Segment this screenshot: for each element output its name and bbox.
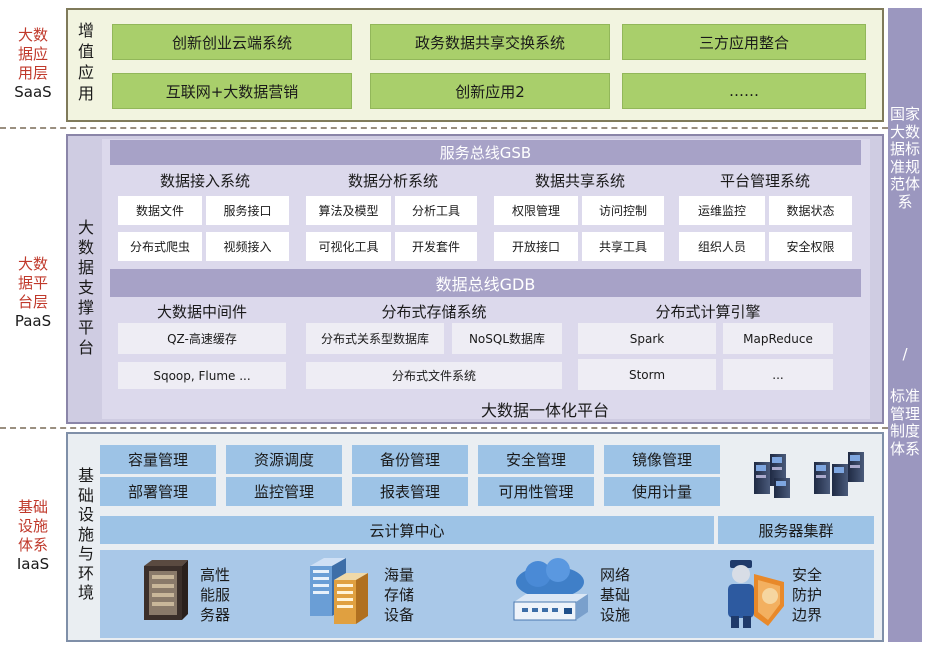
compute-box: Storm [578,359,716,390]
module-box: 权限管理 [494,196,578,225]
module-box: 共享工具 [582,232,664,261]
module-box: 开放接口 [494,232,578,261]
module-box: 可视化工具 [306,232,391,261]
module-box: 运维监控 [679,196,765,225]
module-box: 算法及模型 [306,196,391,225]
module-box: 服务接口 [206,196,289,225]
group-title: 数据接入系统 [159,172,250,190]
infra-label: 安全防护边界 [792,566,823,624]
module-box: 数据文件 [118,196,202,225]
mgmt-box: 使用计量 [604,477,720,506]
module-box: 分布式爬虫 [118,232,202,261]
storage-box: 分布式关系型数据库 [306,323,444,354]
storage-box: 分布式文件系统 [306,362,562,389]
paas-layer-label: 大数据平台层 PaaS [14,255,52,330]
app-box: …… [622,73,866,109]
module-box: 视频接入 [206,232,289,261]
security-guard-icon [728,560,784,628]
mgmt-box: 备份管理 [352,445,468,474]
mgmt-box: 可用性管理 [478,477,594,506]
module-box: 组织人员 [679,232,765,261]
network-cloud-icon [513,558,588,621]
middleware-box: Sqoop, Flume ... [118,362,286,389]
server-cluster-icon [754,452,864,498]
platform-support-label: 大数据支撑平台 [77,218,94,357]
infra-label: 网络基础设施 [600,566,631,624]
layer-divider [0,127,888,129]
mgmt-box: 容量管理 [100,445,216,474]
compute-box: MapReduce [723,323,833,354]
module-box: 分析工具 [395,196,477,225]
infra-label: 海量存储设备 [384,566,415,624]
storage-box: NoSQL数据库 [452,323,562,354]
service-bus-gsb: 服务总线GSB [110,140,861,165]
middleware-title: 大数据中间件 [156,303,247,321]
app-box: 互联网+大数据营销 [112,73,352,109]
compute-box: ... [723,359,833,390]
server-cluster-bar: 服务器集群 [718,516,874,544]
iaas-layer-label: 基础设施体系 IaaS [16,498,50,573]
infra-label: 高性能服务器 [200,566,231,624]
storage-icon [310,558,368,624]
mgmt-box: 部署管理 [100,477,216,506]
app-box: 三方应用整合 [622,24,866,60]
middleware-box: QZ-高速缓存 [118,323,286,354]
mgmt-box: 镜像管理 [604,445,720,474]
standards-label: 国家大数据标准规范体系 [890,105,921,211]
saas-layer-label: 大数据应用层 SaaS [14,26,52,101]
cloud-computing-center: 云计算中心 [100,516,714,544]
server-rack-icon [144,560,188,620]
app-box: 创新创业云端系统 [112,24,352,60]
layer-divider [0,427,888,429]
infrastructure-env-label: 基础设施与环境 [77,466,94,602]
mgmt-box: 资源调度 [226,445,342,474]
management-system-label: 标准管理制度体系 [890,387,921,458]
compute-box: Spark [578,323,716,354]
app-box: 创新应用2 [370,73,610,109]
data-bus-gdb: 数据总线GDB [110,269,861,297]
module-box: 开发套件 [395,232,477,261]
mgmt-box: 安全管理 [478,445,594,474]
module-box: 访问控制 [582,196,664,225]
module-box: 安全权限 [769,232,852,261]
separator-slash: / [902,345,908,363]
module-box: 数据状态 [769,196,852,225]
app-box: 政务数据共享交换系统 [370,24,610,60]
storage-title: 分布式存储系统 [381,303,487,321]
standards-side-bar [888,8,922,642]
value-added-apps-label: 增值应用 [77,21,94,103]
mgmt-box: 监控管理 [226,477,342,506]
integrated-platform-label: 大数据一体化平台 [480,401,609,420]
group-title: 平台管理系统 [719,172,810,190]
mgmt-box: 报表管理 [352,477,468,506]
group-title: 数据共享系统 [534,172,625,190]
group-title: 数据分析系统 [347,172,438,190]
compute-title: 分布式计算引擎 [655,303,761,321]
